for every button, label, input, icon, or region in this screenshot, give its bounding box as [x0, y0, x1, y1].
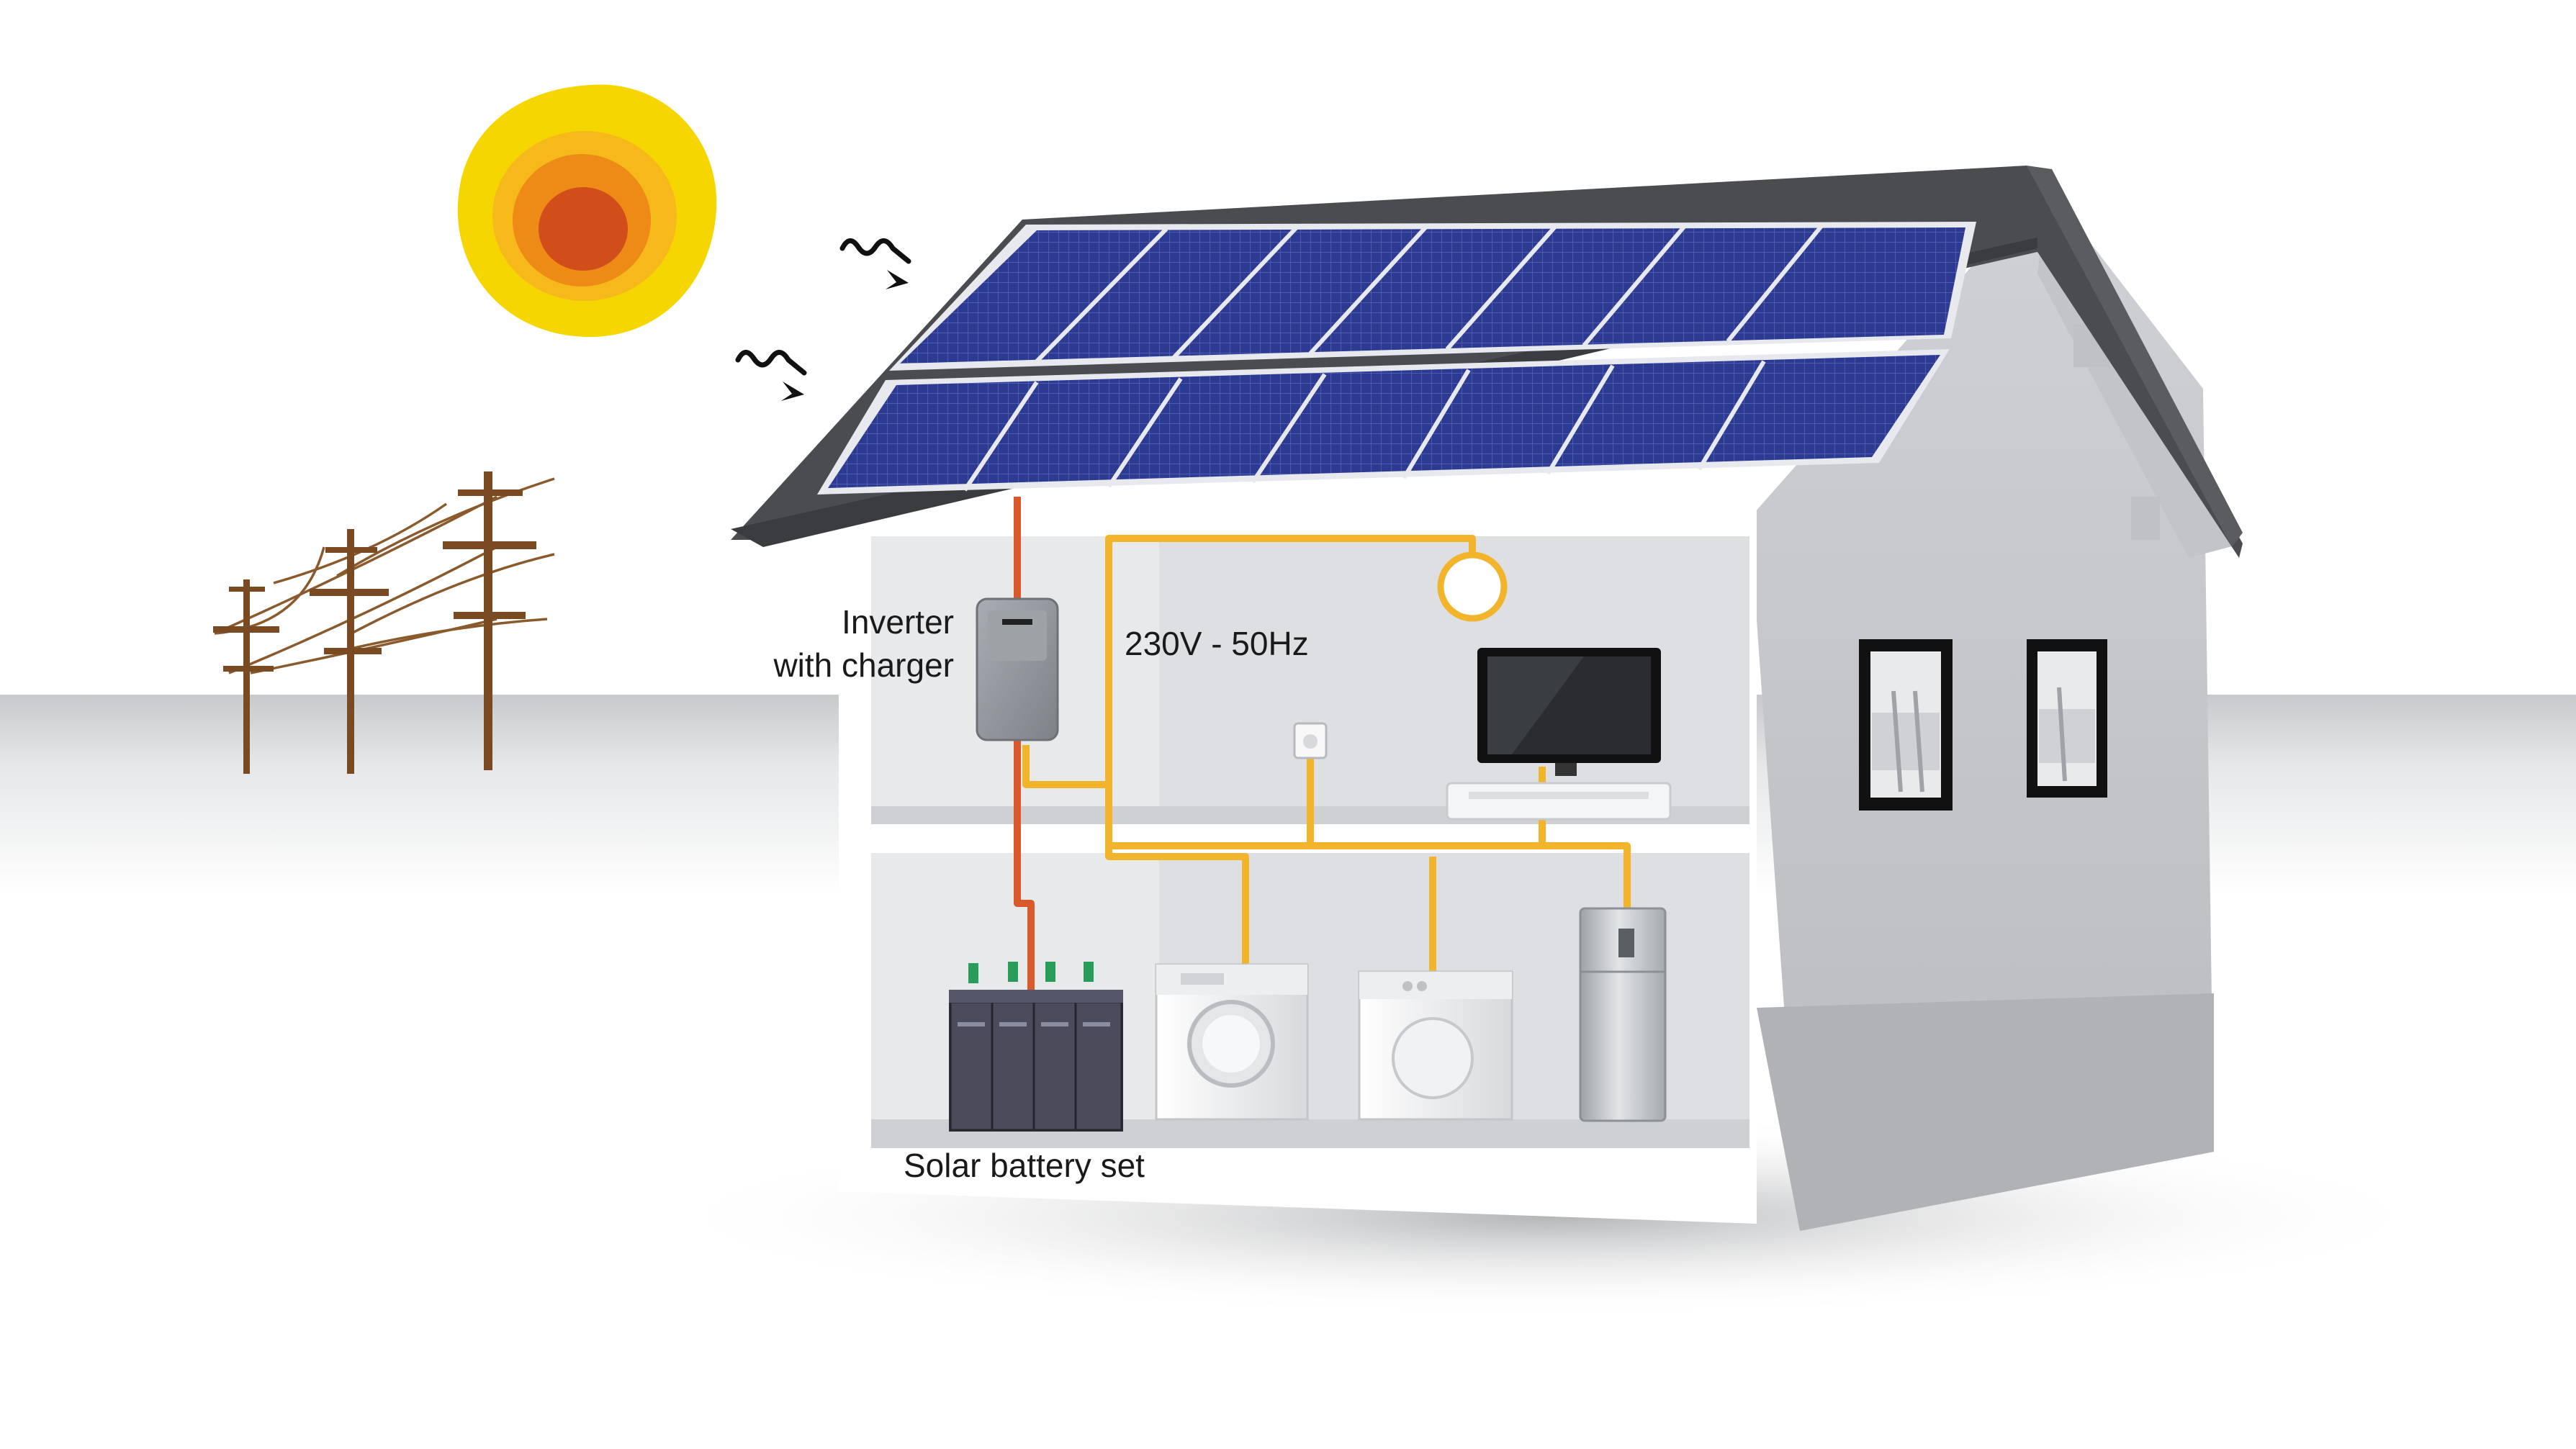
battery-icon	[949, 962, 1123, 1132]
sun-icon	[457, 84, 717, 338]
dryer-icon	[1358, 970, 1513, 1121]
sunray-arrowhead-icon	[781, 382, 804, 401]
inverter-label: Inverter with charger	[691, 601, 954, 687]
power-pole-icon	[310, 529, 389, 774]
sunray-arrow-icon	[735, 238, 911, 376]
sunray-arrowhead-icon	[886, 270, 909, 289]
tv-icon	[1446, 648, 1672, 821]
window	[2027, 639, 2107, 798]
washing-machine-icon	[1155, 963, 1309, 1121]
voltage-label: 230V - 50Hz	[1125, 625, 1309, 662]
inverter-label-line1: Inverter	[842, 603, 954, 641]
inverter-icon	[976, 597, 1059, 741]
window	[1859, 639, 1953, 811]
fridge-icon	[1579, 907, 1667, 1122]
power-pole-icon	[213, 579, 279, 774]
light-bulb-icon	[1437, 551, 1508, 622]
socket-icon	[1293, 722, 1328, 759]
battery-label: Solar battery set	[904, 1147, 1145, 1184]
power-pole-icon	[443, 471, 536, 770]
power-lines	[214, 477, 555, 674]
inverter-label-line2: with charger	[773, 646, 954, 684]
solar-panel-icon	[817, 222, 1976, 495]
